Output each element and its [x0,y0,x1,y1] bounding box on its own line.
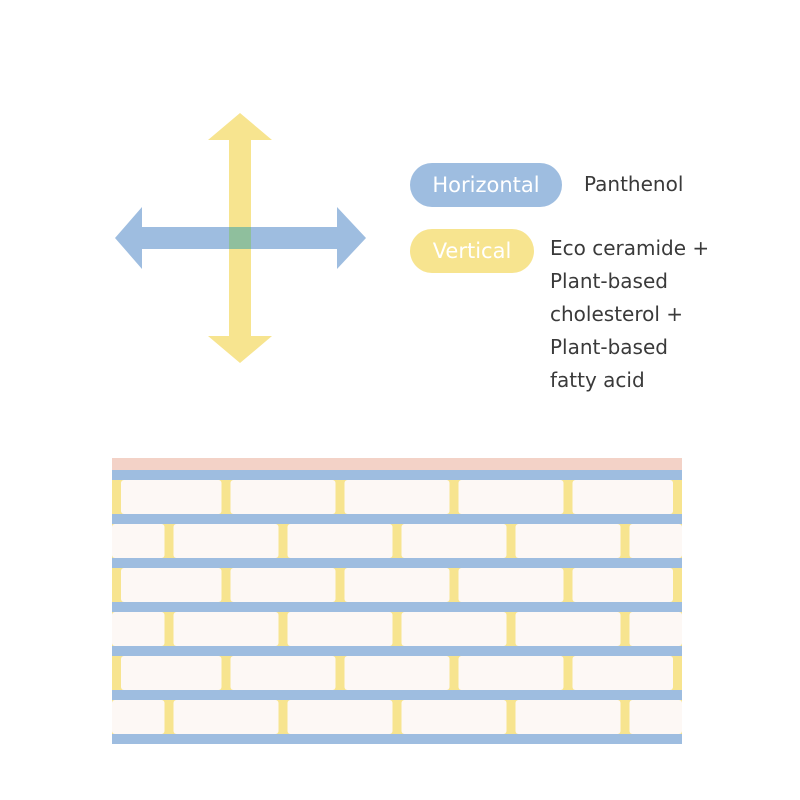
arrow-overlap [229,227,251,249]
horizontal-lipid-stripe [112,558,682,568]
corneocyte-brick [230,656,336,690]
corneocyte-brick [401,612,507,646]
skin-surface-layer [112,458,682,470]
horizontal-lipid-stripe [112,734,682,744]
corneocyte-brick [629,524,682,558]
corneocyte-brick [121,656,222,690]
legend-horizontal: Horizontal Panthenol [410,163,754,207]
vertical-description-line: Eco ceramide + [550,236,710,260]
corneocyte-brick [629,612,682,646]
corneocyte-brick [572,656,673,690]
horizontal-lipid-stripe [112,470,682,480]
corneocyte-brick [572,480,673,514]
horizontal-lipid-stripe [112,690,682,700]
vertical-description: Eco ceramide + Plant-based cholesterol +… [550,232,720,397]
corneocyte-brick [112,612,165,646]
corneocyte-brick [401,524,507,558]
horizontal-lipid-stripe [112,514,682,524]
corneocyte-brick [173,524,279,558]
corneocyte-brick [112,700,165,734]
horizontal-lipid-stripe [112,602,682,612]
vertical-description-line: Plant-based [550,269,668,293]
corneocyte-brick [344,480,450,514]
corneocyte-brick [173,612,279,646]
corneocyte-brick [112,524,165,558]
horizontal-pill: Horizontal [410,163,562,207]
vertical-description-line: cholesterol + [550,302,684,326]
corneocyte-brick [458,480,564,514]
corneocyte-brick [572,568,673,602]
corneocyte-brick [458,656,564,690]
horizontal-lipid-stripe [112,646,682,656]
corneocyte-brick [121,568,222,602]
legend-vertical: Vertical Eco ceramide + Plant-based chol… [410,229,720,397]
corneocyte-brick [515,700,621,734]
corneocyte-brick [287,612,393,646]
corneocyte-brick [515,524,621,558]
corneocyte-brick [458,568,564,602]
corneocyte-brick [629,700,682,734]
corneocyte-brick [173,700,279,734]
corneocyte-brick [344,568,450,602]
corneocyte-brick [287,700,393,734]
corneocyte-brick [344,656,450,690]
corneocyte-brick [230,480,336,514]
corneocyte-brick [121,480,222,514]
corneocyte-brick [515,612,621,646]
corneocyte-brick [401,700,507,734]
vertical-description-line: Plant-based [550,335,668,359]
corneocyte-brick [287,524,393,558]
vertical-pill: Vertical [410,229,534,273]
horizontal-description: Panthenol [584,172,684,196]
corneocyte-brick [230,568,336,602]
vertical-description-line: fatty acid [550,368,645,392]
